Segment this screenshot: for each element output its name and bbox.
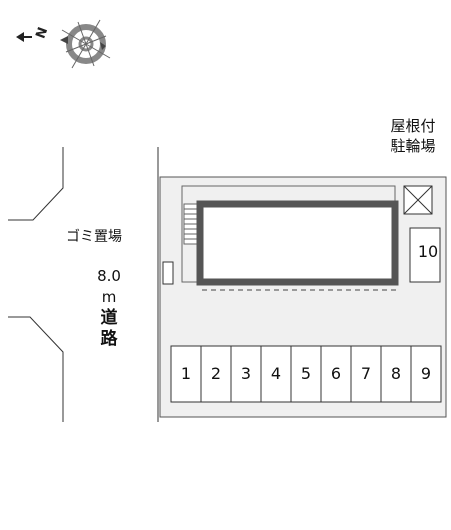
parking-space-label: 5 xyxy=(300,364,312,383)
road-kanji-1: 道 xyxy=(100,308,118,328)
parking-space-label: 1 xyxy=(180,364,192,383)
compass-rose-icon xyxy=(60,19,111,69)
parking-space-label: 9 xyxy=(420,364,432,383)
road-width: 8.0 xyxy=(97,267,121,285)
parking-space-label: 8 xyxy=(390,364,402,383)
road-unit: m xyxy=(101,288,117,306)
bicycle-parking-icon xyxy=(403,185,433,215)
parking-space-10-label: 10 xyxy=(417,242,439,261)
bicycle-parking-label-line1: 屋根付 xyxy=(390,117,436,135)
parking-row xyxy=(170,345,442,403)
garbage-box xyxy=(162,261,174,285)
north-label: N xyxy=(33,25,51,40)
bicycle-parking-label: 屋根付 駐輪場 xyxy=(376,116,450,156)
parking-space-label: 2 xyxy=(210,364,222,383)
stairs-icon xyxy=(183,203,199,245)
road-kanji-2: 路 xyxy=(100,329,118,349)
bicycle-parking-label-line2: 駐輪場 xyxy=(390,137,436,155)
north-arrow-icon xyxy=(16,32,32,42)
parking-space-10 xyxy=(409,227,441,283)
parking-space-label: 6 xyxy=(330,364,342,383)
road-edge-left xyxy=(8,147,159,422)
road-label: 8.0 m 道 路 xyxy=(92,266,126,350)
building xyxy=(196,200,399,286)
garbage-area-label: ゴミ置場 xyxy=(66,229,122,245)
parking-space-label: 4 xyxy=(270,364,282,383)
parking-space-label: 7 xyxy=(360,364,372,383)
parking-space-label: 3 xyxy=(240,364,252,383)
